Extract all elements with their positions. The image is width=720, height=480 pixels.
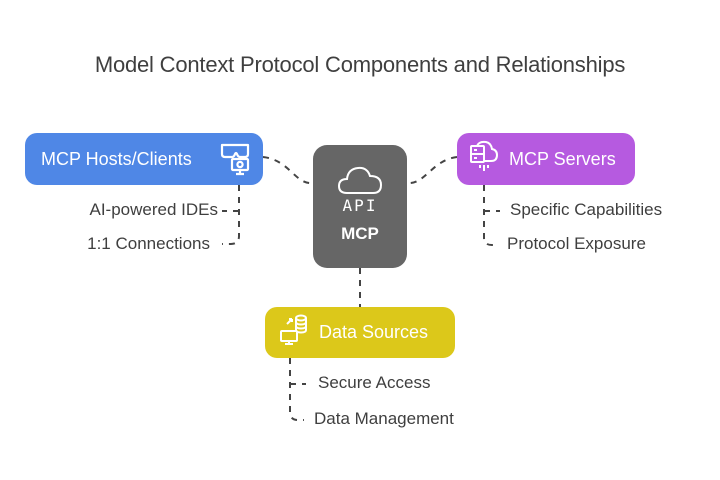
center-label: MCP [341, 224, 379, 243]
leaf-protocol-exposure: Protocol Exposure [507, 234, 646, 253]
connector-data-children [289, 358, 304, 421]
leaf-1-1-connections: 1:1 Connections [87, 234, 210, 253]
cloud-server-icon [469, 140, 499, 179]
node-data-sources[interactable]: Data Sources [265, 307, 455, 358]
cloud-api-icon [337, 165, 383, 202]
leaf-ai-powered-ides: AI-powered IDEs [89, 200, 219, 219]
connector-hosts-children [222, 185, 240, 245]
node-label: MCP Servers [509, 148, 616, 169]
leaf-secure-access: Secure Access [318, 373, 431, 392]
node-mcp-hosts-clients[interactable]: MCP Hosts/Clients [25, 133, 263, 185]
node-label: Data Sources [319, 322, 429, 342]
connector-servers-children [483, 185, 498, 246]
node-mcp-servers[interactable]: MCP Servers [457, 133, 635, 185]
vr-headset-monitor-icon [218, 142, 254, 183]
database-sync-icon [279, 313, 309, 352]
leaf-specific-capabilities: Specific Capabilities [510, 200, 663, 219]
node-label: MCP Hosts/Clients [41, 148, 192, 169]
leaf-data-management: Data Management [314, 409, 454, 428]
center-node-mcp[interactable]: API MCP [313, 145, 407, 268]
diagram-title: Model Context Protocol Components and Re… [94, 52, 626, 77]
center-api-label: API [342, 196, 378, 215]
connector-servers-center [406, 156, 458, 185]
connector-hosts-center [262, 156, 314, 185]
